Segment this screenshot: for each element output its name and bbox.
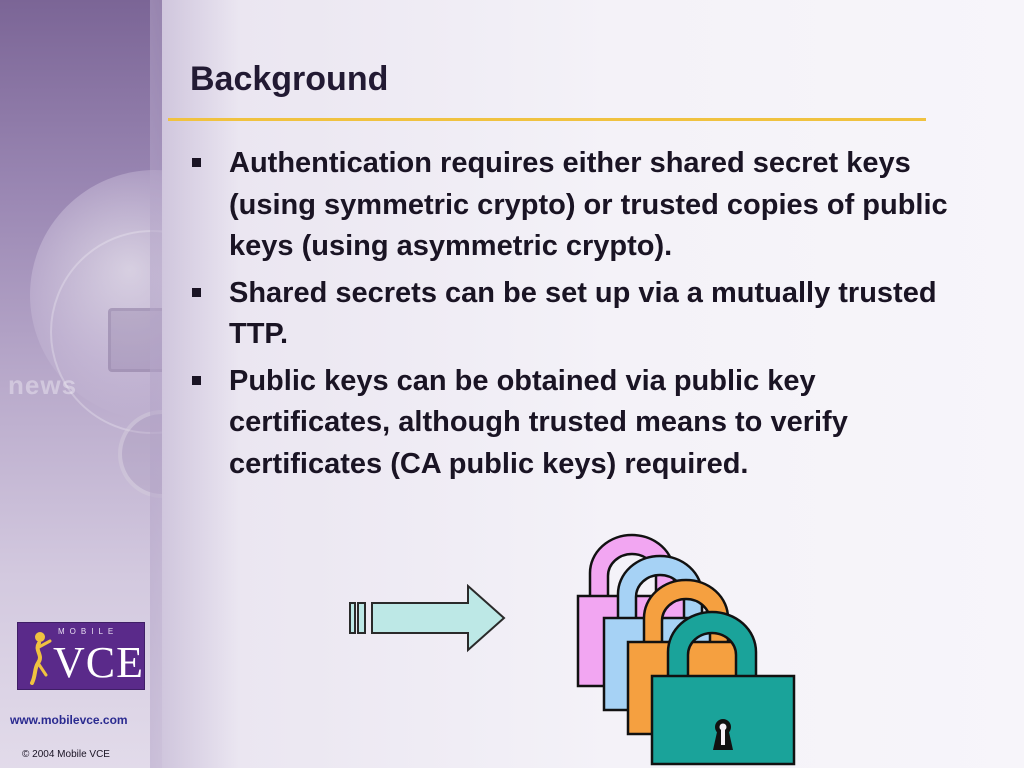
- mobile-vce-logo: MOBILE VCE: [17, 622, 145, 690]
- bullet-square-icon: [192, 375, 201, 385]
- bullet-item: Authentication requires either shared se…: [188, 143, 978, 268]
- bullet-text: Shared secrets can be set up via a mutua…: [229, 276, 937, 351]
- bullet-list: Authentication requires either shared se…: [188, 143, 978, 490]
- bullet-square-icon: [192, 287, 201, 297]
- padlock-teal: [650, 610, 796, 766]
- bullet-item: Public keys can be obtained via public k…: [188, 361, 978, 486]
- watermark-news: news: [8, 370, 78, 400]
- keyhole-icon: [713, 719, 733, 750]
- title-divider: [168, 118, 926, 121]
- slide-title: Background: [190, 60, 389, 98]
- arrow-icon: [349, 584, 506, 653]
- website-link[interactable]: www.mobilevce.com: [10, 713, 128, 727]
- bullet-text: Authentication requires either shared se…: [229, 147, 948, 262]
- bullet-square-icon: [192, 158, 201, 167]
- bullet-text: Public keys can be obtained via public k…: [229, 364, 848, 480]
- logo-main-text: VCE: [53, 638, 144, 687]
- padlock-stack-icon: [576, 533, 796, 766]
- bullet-item: Shared secrets can be set up via a mutua…: [188, 273, 978, 356]
- logo-top-text: MOBILE: [58, 627, 119, 636]
- figure-icon: [30, 632, 52, 685]
- copyright-text: © 2004 Mobile VCE: [22, 749, 110, 760]
